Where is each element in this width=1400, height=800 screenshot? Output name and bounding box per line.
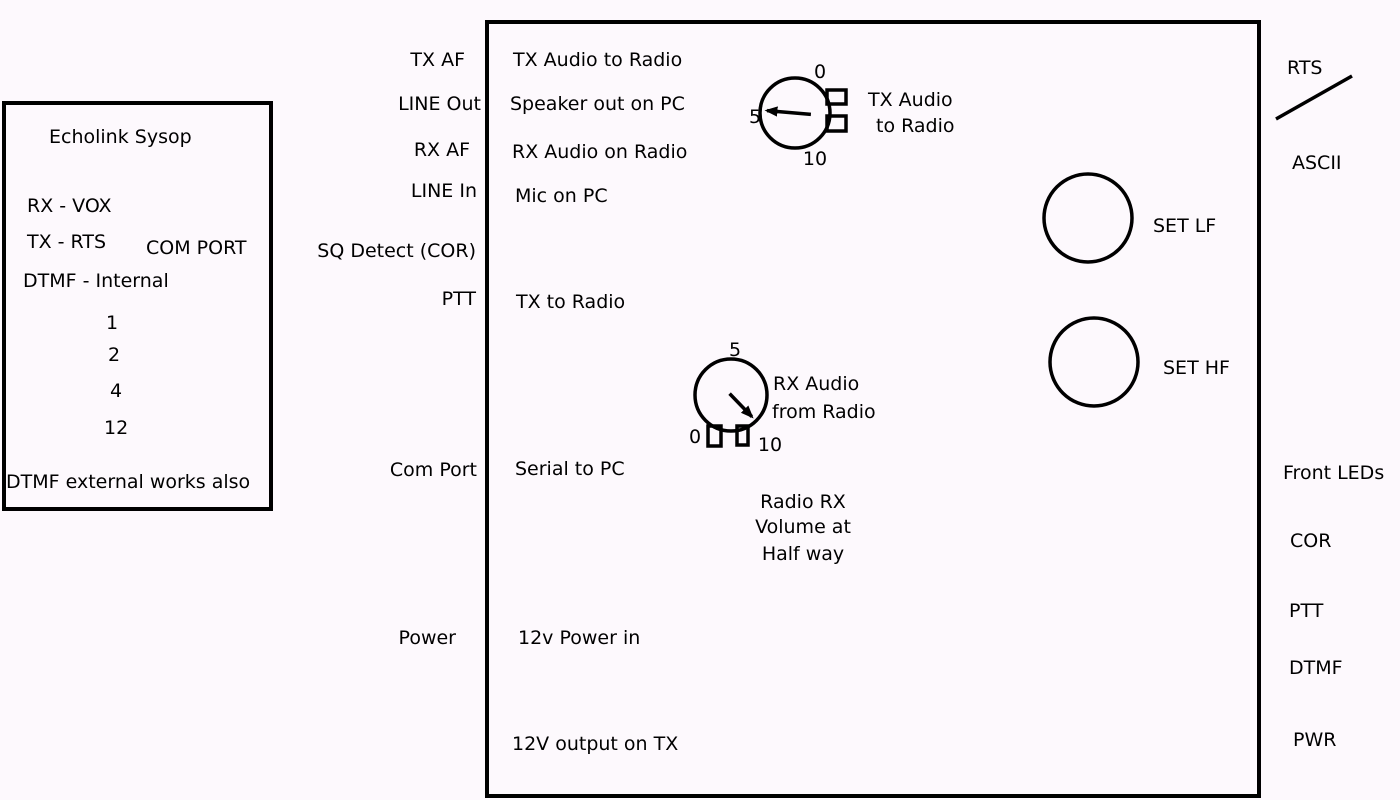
set-hf-knob: SET HF [1048,316,1230,408]
connector-labels: TX AF LINE Out RX AF LINE In SQ Detect (… [317,49,481,649]
com-port-number: 1 [106,312,118,334]
tx-pot-scale-10: 10 [803,148,827,170]
connector-label-com-port: Com Port [390,459,477,481]
com-port-label: COM PORT [146,237,247,259]
front-leds-title: Front LEDs [1283,462,1384,484]
set-lf-knob: SET LF [1042,172,1216,264]
connector-desc-rx-af: RX Audio on Radio [512,141,687,163]
sysop-setting-dtmf: DTMF - Internal [23,270,169,292]
com-port-number: 4 [110,380,122,402]
tx-pot: 0 5 10 TX Audio to Radio [749,61,955,170]
connector-label-tx-af: TX AF [409,49,465,71]
connector-label-rx-af: RX AF [414,139,470,161]
sysop-panel: Echolink Sysop RX - VOX TX - RTS DTMF - … [2,101,273,511]
rx-pot-scale-10: 10 [758,434,782,456]
radio-note-line: Radio RX [760,491,846,513]
led-label-cor: COR [1290,530,1331,552]
set-hf-label: SET HF [1163,357,1230,379]
com-port-number: 2 [108,344,120,366]
rx-pot-scale-5: 5 [729,339,741,361]
tx-pot-scale-0: 0 [814,61,826,83]
connector-desc-com-port: Serial to PC [515,458,625,480]
rts-ascii-divider [1275,74,1353,121]
connector-descriptions: TX Audio to Radio Speaker out on PC RX A… [510,49,687,755]
set-hf-circle [1048,316,1140,408]
tx-pot-label-line2: to Radio [876,115,955,137]
rts-label: RTS [1287,57,1323,79]
connector-label-line-out: LINE Out [398,93,481,115]
rx-pot-body [693,357,769,433]
radio-note-line: Volume at [755,516,851,538]
rx-pot-scale-0: 0 [689,426,701,448]
rx-pot-label-line2: from Radio [772,401,876,423]
connector-label-ptt: PTT [442,288,477,310]
rx-pot-pin [706,424,723,448]
rx-pot-pin [735,424,750,447]
tx-pot-body [758,76,832,150]
rx-pot-label-line1: RX Audio [773,373,859,395]
com-port-number: 12 [104,417,128,439]
connector-desc-power: 12v Power in [518,627,640,649]
sysop-panel-title: Echolink Sysop [49,126,192,148]
radio-volume-note: Radio RX Volume at Half way [755,491,851,565]
connector-desc-line-out: Speaker out on PC [510,93,685,115]
connector-label-power: Power [399,627,457,649]
connector-label-line-in: LINE In [411,180,477,202]
led-label-pwr: PWR [1293,729,1336,751]
set-lf-label: SET LF [1153,215,1216,237]
board-outline [485,20,1261,798]
rx-pot: 0 5 10 RX Audio from Radio [689,339,876,456]
led-label-ptt: PTT [1289,600,1324,622]
right-side-labels: RTS ASCII Front LEDs COR PTT DTMF PWR [1275,57,1384,751]
sysop-panel-frame [2,101,273,511]
connector-desc-ptt: TX to Radio [515,291,625,313]
tx-pot-pin [825,114,848,133]
rx-pot-pointer [728,392,754,419]
radio-note-line: Half way [762,543,844,565]
connector-desc-tx-af: TX Audio to Radio [512,49,682,71]
ascii-label: ASCII [1292,152,1342,174]
connector-label-sq-detect: SQ Detect (COR) [317,240,476,262]
set-lf-circle [1042,172,1134,264]
sysop-panel-footer: DTMF external works also [6,471,250,493]
tx-pot-label-line1: TX Audio [867,89,953,111]
tx-pot-scale-5: 5 [749,106,761,128]
extra-output-label: 12V output on TX [512,733,678,755]
connector-desc-line-in: Mic on PC [515,185,608,207]
led-label-dtmf: DTMF [1289,657,1343,679]
sysop-setting-rx: RX - VOX [27,195,112,217]
sysop-setting-tx: TX - RTS [26,231,106,253]
tx-pot-pin [825,88,848,106]
tx-pot-pointer [764,106,812,117]
